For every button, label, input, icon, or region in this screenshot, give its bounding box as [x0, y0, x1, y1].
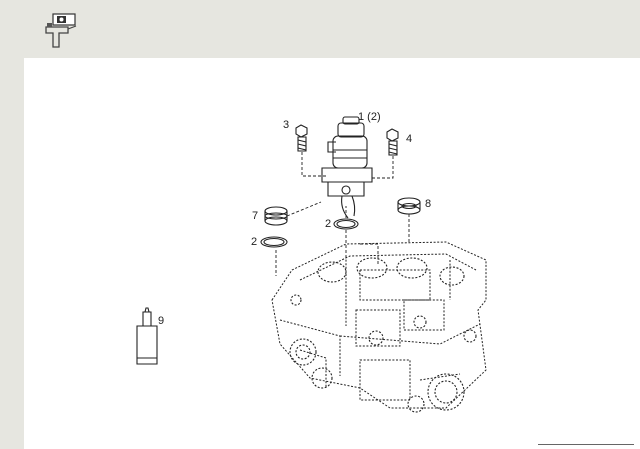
part-3-bolt: [295, 124, 308, 152]
header-band: [0, 0, 640, 58]
part-8-sleeve: [397, 197, 421, 215]
tool-sealant-icon: [45, 13, 77, 48]
part-9-sealant-tube: [136, 307, 158, 365]
callout-part-2-left: 2: [251, 236, 258, 248]
callout-part-3: 3: [283, 119, 290, 131]
drawing-sheet: [24, 58, 640, 449]
part-4-bolt: [386, 128, 399, 156]
part-2-oring-left: [260, 236, 288, 248]
engine-block-bores: [289, 257, 477, 413]
part-7-plug: [264, 206, 288, 226]
callout-part-8: 8: [425, 198, 432, 210]
part-2-oring-center: [333, 218, 359, 230]
callout-part-4: 4: [406, 133, 413, 145]
callout-part-9: 9: [158, 315, 165, 327]
bottom-rule: [538, 444, 634, 445]
side-band: [0, 58, 24, 449]
callout-part-7: 7: [252, 210, 259, 222]
part-1-assembly: [321, 116, 373, 219]
engine-block: [271, 241, 487, 409]
callout-part-2-center: 2: [325, 218, 332, 230]
callout-part-1: 1 (2): [358, 111, 381, 123]
